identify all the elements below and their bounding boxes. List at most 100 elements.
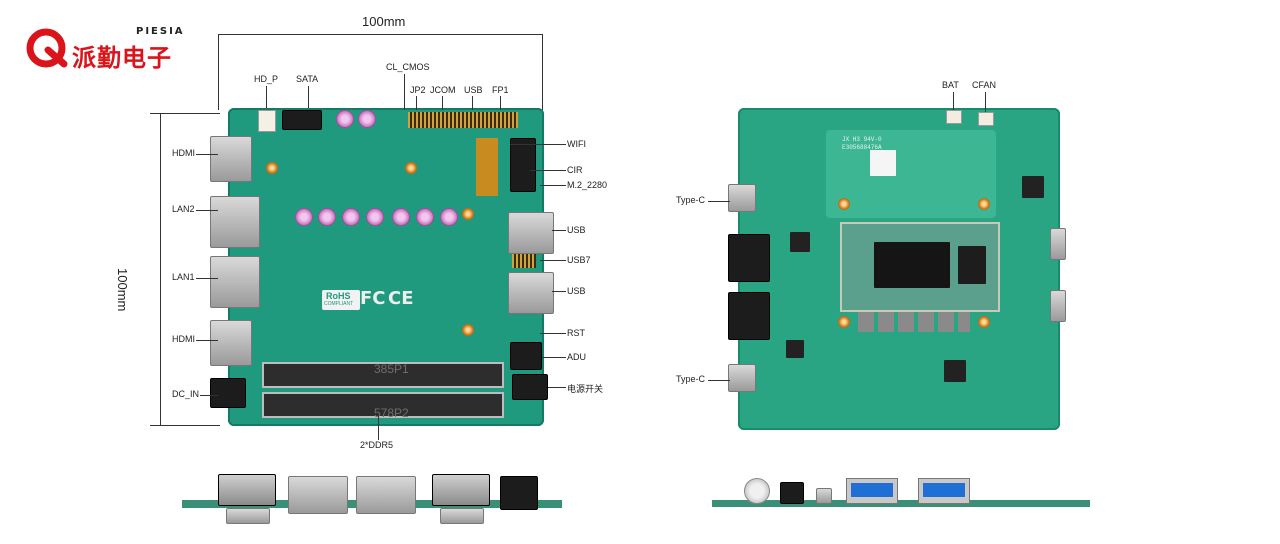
mounting-hole (978, 316, 990, 328)
side-reset (816, 488, 832, 504)
bat-connector (946, 110, 962, 124)
ic-chip (786, 340, 804, 358)
capacitor (440, 208, 458, 226)
label-usb-r1: USB (567, 225, 586, 235)
side-typec-1 (226, 508, 270, 524)
label-sata: SATA (296, 74, 319, 84)
back-right-port (1050, 228, 1066, 260)
label-jcom: JCOM (430, 85, 456, 95)
label-cir: CIR (567, 165, 583, 175)
label-power-switch: 电源开关 (567, 384, 604, 394)
capacitor (392, 208, 410, 226)
type-c-top (728, 184, 756, 212)
capacitor (416, 208, 434, 226)
type-c-bottom (728, 364, 756, 392)
compliant-text: COMPLIANT (324, 301, 354, 307)
ul-text-2: E305688476A (842, 144, 882, 151)
label-lan2: LAN2 (172, 204, 195, 214)
label-dc-in: DC_IN (172, 389, 200, 399)
mounting-hole (838, 316, 850, 328)
side-dc-jack (500, 476, 538, 510)
label-type-c-2: Type-C (676, 374, 706, 384)
capacitor (295, 208, 313, 226)
pin-header-top (408, 112, 518, 128)
back-lan-shadow-2 (728, 292, 770, 340)
mounting-hole (978, 198, 990, 210)
side-hdmi-1 (218, 474, 276, 506)
rohs-text: RoHS (326, 291, 351, 301)
usb-port-top (508, 212, 554, 254)
label-ddr5: 2*DDR5 (360, 440, 394, 450)
capacitor (366, 208, 384, 226)
side-typec-2 (440, 508, 484, 524)
mounting-hole (838, 198, 850, 210)
mounting-hole (266, 162, 278, 174)
hdmi-port-top (210, 136, 252, 182)
width-label: 100mm (362, 14, 406, 29)
lan2-port (210, 196, 260, 248)
capacitor (318, 208, 336, 226)
side-audio-jack (780, 482, 804, 504)
cfan-connector (978, 112, 994, 126)
label-cfan: CFAN (972, 80, 997, 90)
ic-chip (944, 360, 966, 382)
cpu-die (874, 242, 950, 288)
label-jp2: JP2 (410, 85, 426, 95)
mounting-hole (462, 324, 474, 336)
side-usb-2 (918, 478, 970, 504)
fc-mark: FC (360, 288, 386, 309)
height-label: 100mm (115, 268, 130, 312)
label-rst: RST (567, 328, 585, 338)
ddr5-slot-1: 385P1 (262, 362, 504, 388)
label-fp1: FP1 (492, 85, 509, 95)
capacitor (342, 208, 360, 226)
side-lan-2 (356, 476, 416, 514)
side-power-button (744, 478, 770, 504)
label-hdmi-2: HDMI (172, 334, 195, 344)
hdmi-port-bottom (210, 320, 252, 366)
qr-sticker (870, 150, 896, 176)
label-hd-p: HD_P (254, 74, 279, 84)
label-usb-top: USB (464, 85, 483, 95)
capacitor (336, 110, 354, 128)
ram-label-2: 578P2 (374, 406, 409, 420)
label-lan1: LAN1 (172, 272, 195, 282)
back-silkscreen-area (826, 130, 996, 218)
label-usb7: USB7 (567, 255, 591, 265)
dc-in-port (210, 378, 246, 408)
ul-text: JX H3 94V-0 (842, 136, 882, 143)
usb-port-bottom (508, 272, 554, 314)
capacitor (358, 110, 376, 128)
label-m2: M.2_2280 (567, 180, 608, 190)
mounting-hole (462, 208, 474, 220)
label-type-c-1: Type-C (676, 195, 706, 205)
label-bat: BAT (942, 80, 959, 90)
rohs-mark: RoHS COMPLIANT (322, 290, 360, 310)
label-wifi: WIFI (567, 139, 586, 149)
label-usb-r2: USB (567, 286, 586, 296)
adu-jack (510, 342, 542, 370)
inductor-row (858, 312, 970, 332)
label-adu: ADU (567, 352, 587, 362)
brand-logo: PIESIA 派勤电子 (26, 26, 196, 72)
usb7-header (512, 254, 536, 268)
ce-mark: CE (388, 288, 414, 309)
cpu-die-2 (958, 246, 986, 284)
brand-name-en: PIESIA (136, 26, 185, 37)
m2-connector (510, 138, 536, 192)
ddr5-slot-2: 578P2 (262, 392, 504, 420)
hd-p-connector (258, 110, 276, 132)
logo-q-icon (26, 28, 68, 68)
side-usb-1 (846, 478, 898, 504)
side-hdmi-2 (432, 474, 490, 506)
mounting-hole (405, 162, 417, 174)
ic-chip (1022, 176, 1044, 198)
back-right-port-2 (1050, 290, 1066, 322)
m2-slot (476, 138, 498, 196)
ic-chip (790, 232, 810, 252)
label-cl-cmos: CL_CMOS (386, 62, 430, 72)
power-switch (512, 374, 548, 400)
lan1-port (210, 256, 260, 308)
ram-label-1: 385P1 (374, 362, 409, 376)
label-hdmi-1: HDMI (172, 148, 195, 158)
